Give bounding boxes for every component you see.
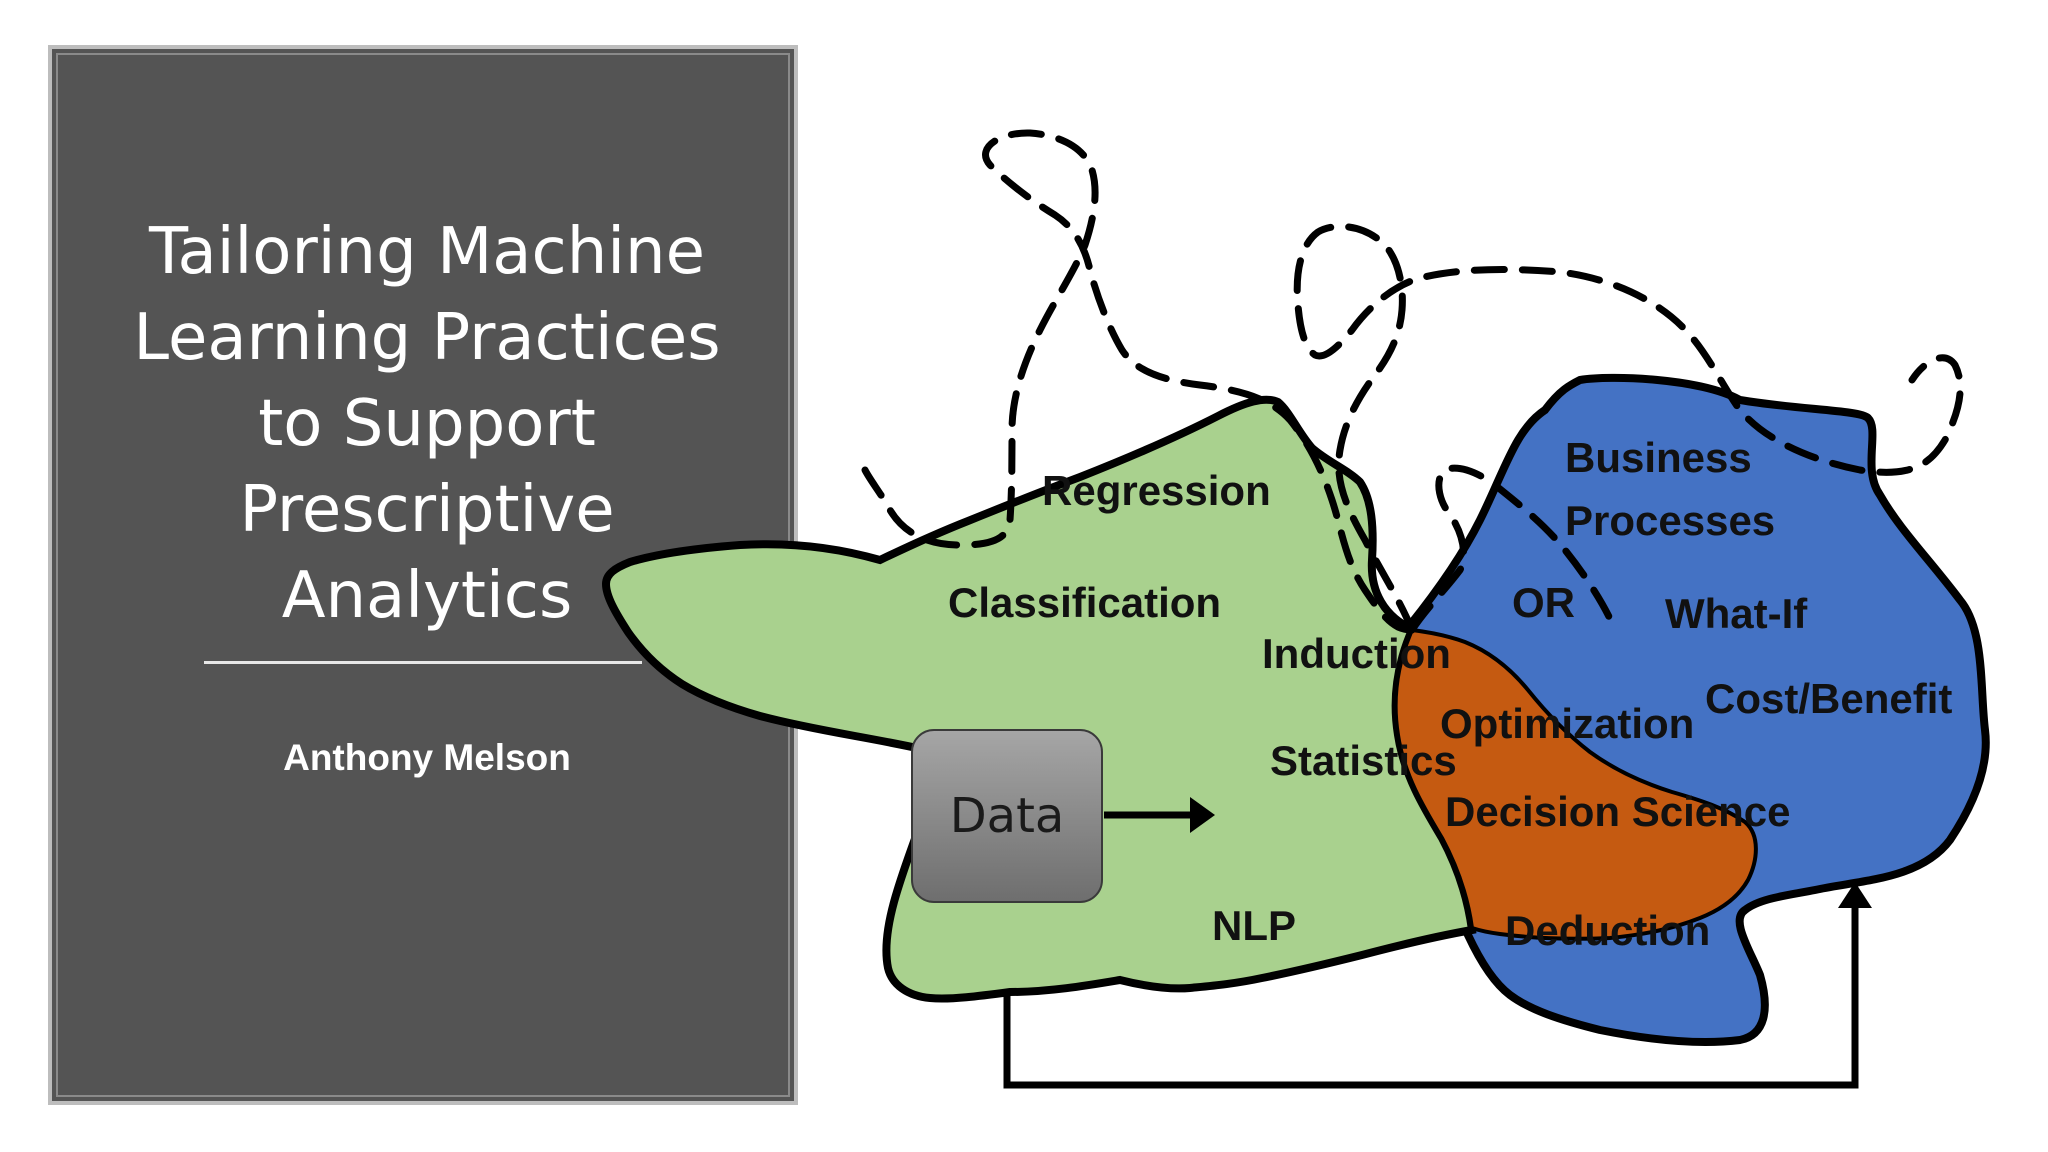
label-business: Business [1565, 434, 1752, 481]
label-statistics: Statistics [1270, 737, 1457, 784]
label-regression: Regression [1042, 467, 1271, 514]
label-classification: Classification [948, 579, 1221, 626]
label-or: OR [1512, 579, 1575, 626]
label-optimization: Optimization [1440, 700, 1694, 747]
label-nlp: NLP [1212, 902, 1296, 949]
label-induction: Induction [1262, 630, 1451, 677]
label-deduction: Deduction [1505, 907, 1710, 954]
label-processes: Processes [1565, 497, 1775, 544]
label-decision-science: Decision Science [1445, 788, 1791, 835]
label-cost-benefit: Cost/Benefit [1705, 675, 1952, 722]
label-what-if: What-If [1665, 590, 1808, 637]
data-box-label: Data [950, 788, 1065, 844]
